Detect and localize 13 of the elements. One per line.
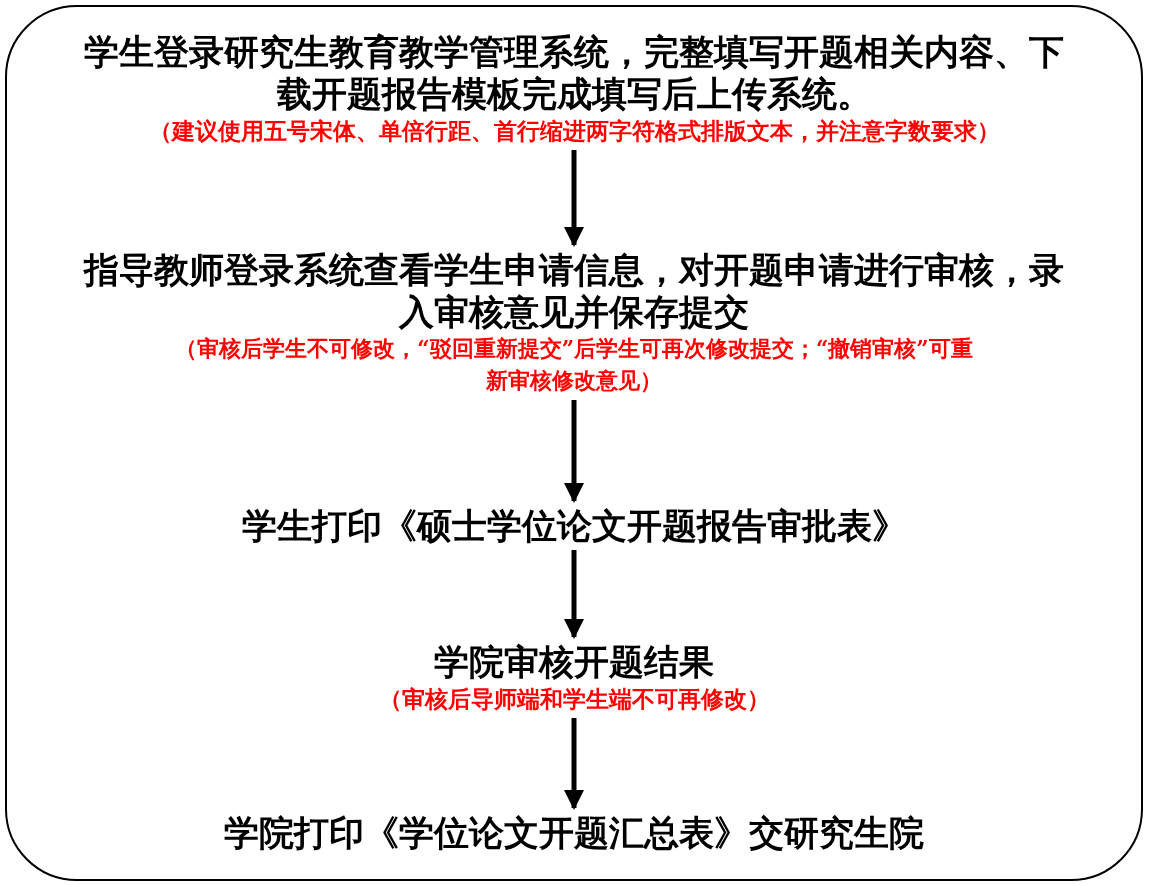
- note-text: （审核后导师端和学生端不可再修改）: [378, 684, 770, 714]
- step-text: 学生登录研究生教育教学管理系统，完整填写开题相关内容、下载开题报告模板完成填写后上传系统。: [83, 31, 1065, 115]
- arrow: [564, 400, 584, 503]
- rounded-frame: [5, 5, 1143, 881]
- step-text: 学院打印《学位论文开题汇总表》交研究生院: [224, 812, 924, 854]
- arrow: [564, 150, 584, 247]
- arrow: [564, 718, 584, 810]
- step-text: 学生打印《硕士学位论文开题报告审批表》: [241, 505, 907, 547]
- step-text: 指导教师登录系统查看学生申请信息，对开题申请进行审核，录入审核意见并保存提交: [82, 249, 1065, 333]
- note-text: （建议使用五号宋体、单倍行距、首行缩进两字符格式排版文本，并注意字数要求）: [148, 116, 1000, 146]
- arrow: [564, 550, 584, 639]
- step-text: 学院审核开题结果: [434, 641, 714, 683]
- note-text: （审核后学生不可修改，“驳回重新提交”后学生可再次修改提交；“撤销审核”可重新审核修改意见）: [174, 335, 974, 395]
